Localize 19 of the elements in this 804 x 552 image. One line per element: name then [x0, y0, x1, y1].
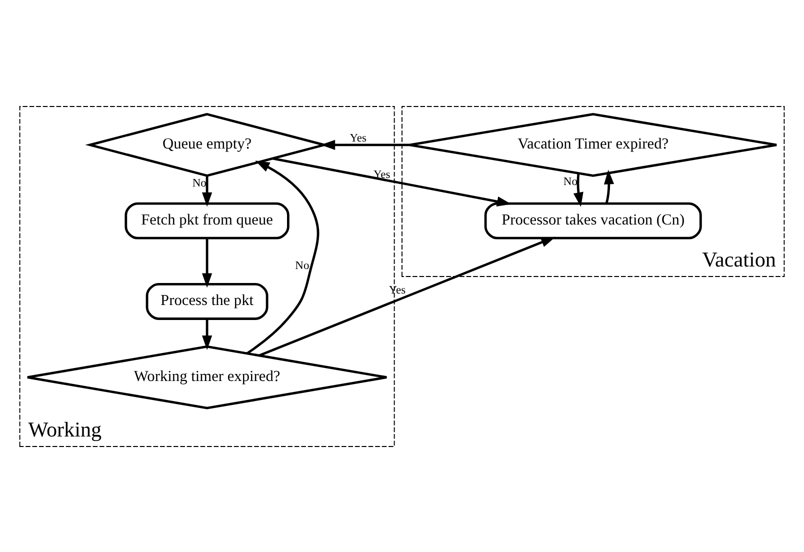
edge-label: Yes — [373, 168, 390, 180]
edge-label: No — [192, 176, 206, 189]
arrow — [202, 175, 212, 206]
arrow — [202, 318, 212, 350]
node-box: Processor takes vacation (Cn) — [484, 202, 702, 239]
edge-label: Yes — [350, 132, 367, 144]
edge-label: No — [563, 175, 578, 188]
arrow — [272, 156, 512, 206]
node-diamond: Working timer expired? — [26, 344, 388, 409]
edge-label: Yes — [388, 284, 406, 296]
arrow — [258, 236, 556, 356]
node-diamond: Vacation Timer expired? — [408, 112, 778, 176]
arrow — [573, 172, 584, 206]
arrow — [246, 160, 320, 354]
arrow — [202, 238, 212, 288]
node-box: Process the pkt — [146, 282, 268, 320]
arrow — [604, 169, 614, 204]
edge-label: No — [295, 259, 310, 272]
node-box: Fetch pkt from queue — [124, 202, 290, 239]
